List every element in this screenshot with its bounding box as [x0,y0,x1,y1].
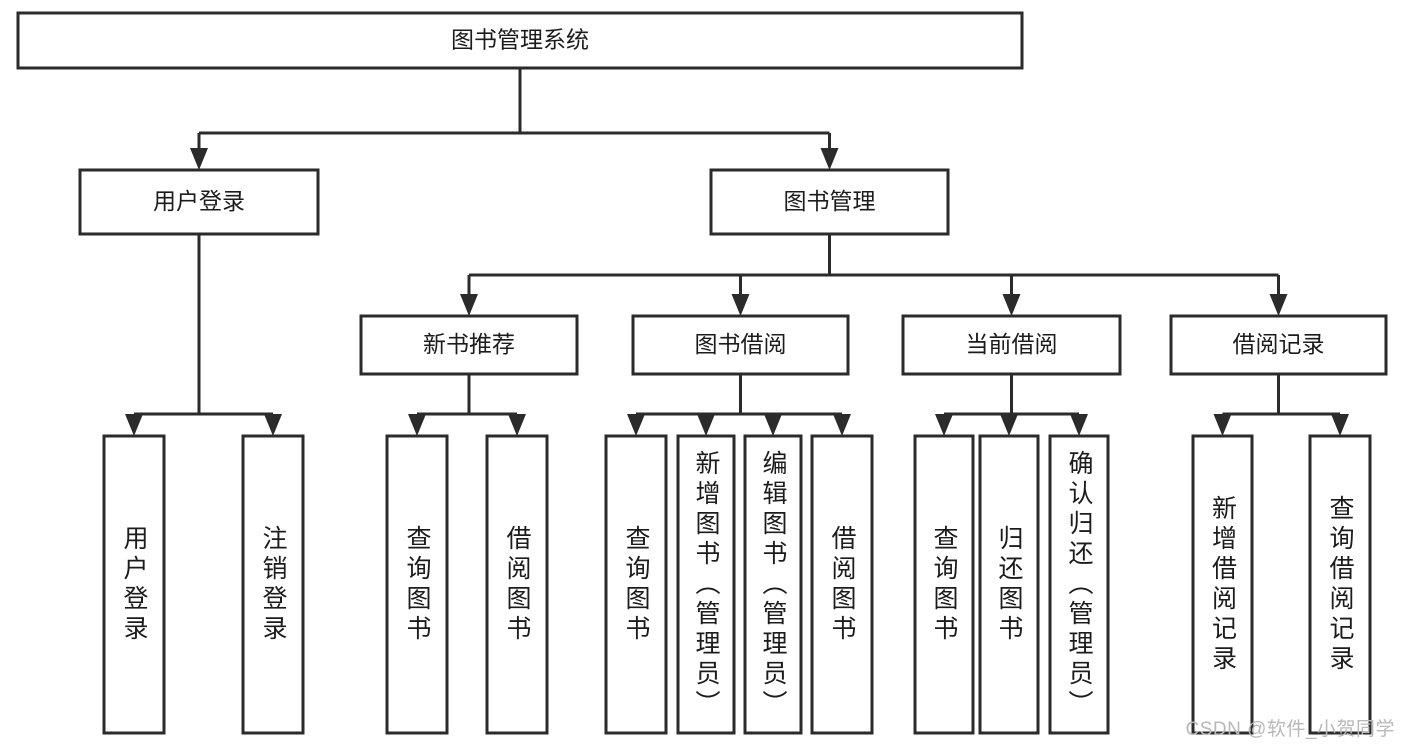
arrow-head-icon [125,414,143,436]
leaf-node-9-rect [978,434,1040,735]
root-node-rect [16,11,1024,70]
level2-node-1[interactable]: 图书管理 [709,168,950,236]
leaf-node-10[interactable] [1048,434,1110,735]
leaf-node-6[interactable] [743,434,803,735]
level3-node-3[interactable]: 借阅记录 [1169,314,1388,376]
arrow-head-icon [1070,414,1088,436]
level3-node-2-rect [901,314,1122,376]
leaf-node-2[interactable] [385,434,449,735]
root-node[interactable]: 图书管理系统 [16,11,1024,70]
arrow-head-icon [731,294,750,316]
level2-node-1-rect [709,168,950,236]
leaf-node-8[interactable] [913,434,975,735]
arrow-head-icon [935,414,953,436]
leaf-node-3-rect [485,434,549,735]
leaf-node-5[interactable] [676,434,736,735]
arrow-head-icon [833,414,851,436]
level2-node-1-label: 图书管理 [784,188,876,214]
level3-node-1-label: 图书借阅 [695,331,787,357]
arrow-head-icon [460,294,478,316]
leaf-node-9[interactable] [978,434,1040,735]
leaf-node-0[interactable] [102,434,166,735]
leaf-node-1-rect [241,434,305,735]
edges-layer [125,68,1349,436]
leaf-node-4[interactable] [604,434,668,735]
level3-node-1-rect [631,314,850,376]
leaf-node-1[interactable] [241,434,305,735]
level3-node-2-label: 当前借阅 [966,331,1058,357]
arrow-head-icon [508,414,526,436]
leaf-node-6-rect [743,434,803,735]
leaf-node-4-rect [604,434,668,735]
level3-node-2[interactable]: 当前借阅 [901,314,1122,376]
level3-node-3-rect [1169,314,1388,376]
arrow-head-icon [764,414,782,436]
level3-node-1[interactable]: 图书借阅 [631,314,850,376]
leaf-node-5-rect [676,434,736,735]
arrow-head-icon [1000,414,1018,436]
level3-node-0-rect [359,314,579,376]
arrow-head-icon [1002,294,1021,316]
arrow-head-icon [697,414,715,436]
leaf-node-10-rect [1048,434,1110,735]
level3-node-0-label: 新书推荐 [423,331,515,357]
level2-node-0-rect [78,168,320,236]
level2-node-0-label: 用户登录 [153,188,245,214]
leaf-node-2-rect [385,434,449,735]
leaf-node-7-rect [810,434,874,735]
arrow-head-icon [190,148,208,170]
arrow-head-icon [820,148,839,170]
watermark-text: CSDN @软件_小贺同学 [1185,719,1395,740]
leaf-node-12-rect [1308,434,1372,735]
leaf-node-8-rect [913,434,975,735]
leaf-node-0-rect [102,434,166,735]
leaf-node-3[interactable] [485,434,549,735]
root-node-label: 图书管理系统 [451,27,589,53]
leaf-node-7[interactable] [810,434,874,735]
arrow-head-icon [1213,414,1232,436]
level3-node-3-label: 借阅记录 [1233,331,1325,357]
arrow-head-icon [1269,294,1288,316]
arrow-head-icon [627,414,645,436]
level2-node-0[interactable]: 用户登录 [78,168,320,236]
leaf-node-11-rect [1191,434,1254,735]
leaf-node-12[interactable] [1308,434,1372,735]
arrow-head-icon [1331,414,1349,436]
arrow-head-icon [408,414,426,436]
arrow-head-icon [264,414,282,436]
leaf-node-11[interactable] [1191,434,1254,735]
level3-node-0[interactable]: 新书推荐 [359,314,579,376]
